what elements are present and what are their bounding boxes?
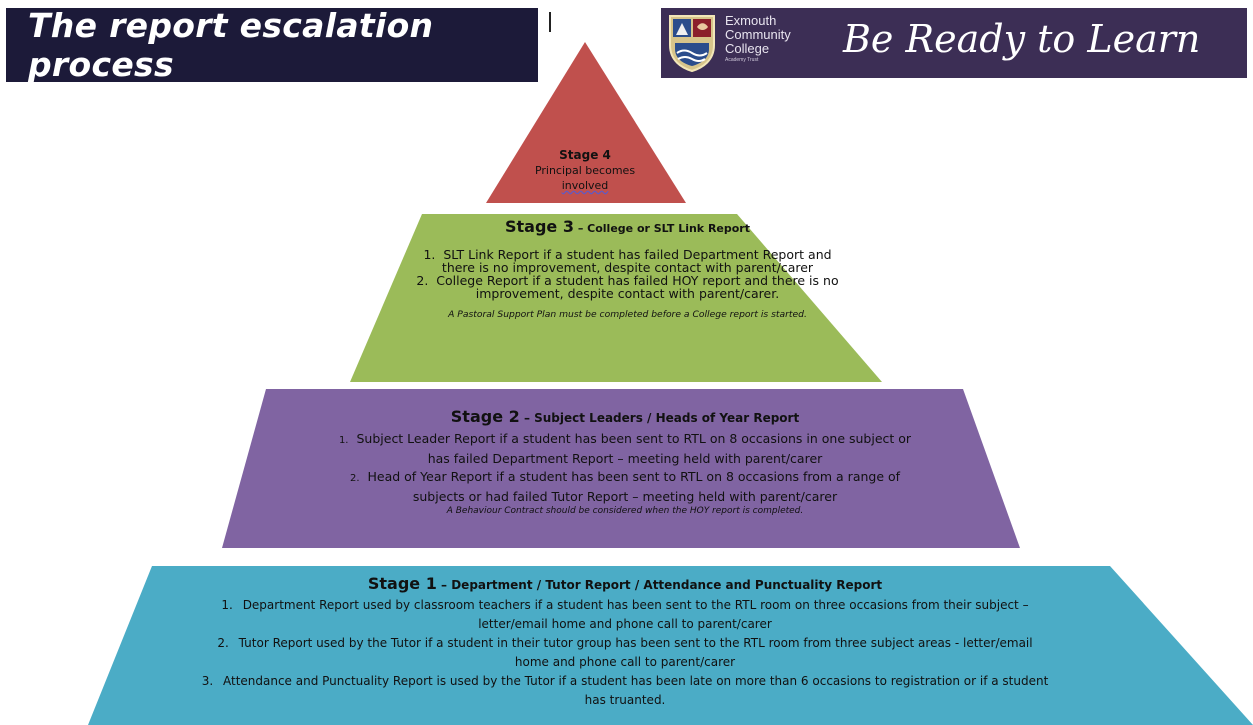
stage2-note: A Behaviour Contract should be considere… bbox=[446, 506, 804, 516]
stage1-text: Stage 1 – Department / Tutor Report / At… bbox=[140, 574, 1110, 710]
list-item: 3. Attendance and Punctuality Report is … bbox=[140, 672, 1110, 710]
list-item-text: College Report if a student has failed H… bbox=[436, 273, 839, 301]
stage2-title: Stage 2 bbox=[450, 407, 520, 426]
stage4-text: Stage 4 Principal becomes involved bbox=[520, 148, 650, 193]
list-item-text: Subject Leader Report if a student has b… bbox=[356, 431, 912, 466]
stage1-band bbox=[88, 566, 1253, 725]
list-item-number: 2. bbox=[416, 273, 429, 288]
list-item: 1. Subject Leader Report if a student has… bbox=[290, 430, 960, 468]
stage2-text: Stage 2 – Subject Leaders / Heads of Yea… bbox=[290, 407, 960, 517]
stage2-subtitle: – Subject Leaders / Heads of Year Report bbox=[519, 411, 800, 425]
list-item-text: SLT Link Report if a student has failed … bbox=[441, 247, 832, 275]
stage1-subtitle: – Department / Tutor Report / Attendance… bbox=[436, 578, 883, 592]
list-item-number: 2. bbox=[349, 473, 360, 484]
list-item-number: 1. bbox=[423, 247, 436, 262]
stage3-subtitle: – College or SLT Link Report bbox=[573, 222, 750, 235]
stage3-band bbox=[350, 214, 882, 382]
stage3-heading: Stage 3 – College or SLT Link Report bbox=[395, 217, 860, 236]
page-title: The report escalation process bbox=[28, 6, 434, 84]
school-name-line: College bbox=[725, 41, 770, 56]
stage3-text: Stage 3 – College or SLT Link Report 1. … bbox=[395, 217, 860, 320]
school-name-line: Community bbox=[725, 27, 791, 42]
list-item-text: Head of Year Report if a student has bee… bbox=[367, 469, 901, 504]
school-crest-icon bbox=[669, 15, 715, 73]
school-name: Exmouth Community College Academy Trust bbox=[725, 14, 791, 64]
list-item-text: Tutor Report used by the Tutor if a stud… bbox=[238, 636, 1033, 669]
stage1-title: Stage 1 bbox=[367, 574, 437, 593]
list-item-number: 1. bbox=[221, 598, 233, 612]
stage2-heading: Stage 2 – Subject Leaders / Heads of Yea… bbox=[290, 407, 960, 426]
title-banner: The report escalation process bbox=[6, 6, 538, 84]
list-item-number: 1. bbox=[338, 435, 349, 446]
list-item: 2. College Report if a student has faile… bbox=[395, 274, 860, 300]
list-item-text: Attendance and Punctuality Report is use… bbox=[222, 674, 1049, 707]
stage4-line: involved bbox=[561, 179, 609, 192]
slogan: Be Ready to Learn bbox=[843, 17, 1201, 61]
list-item: 1. Department Report used by classroom t… bbox=[140, 596, 1110, 634]
stage1-heading: Stage 1 – Department / Tutor Report / At… bbox=[140, 574, 1110, 593]
stage3-list: 1. SLT Link Report if a student has fail… bbox=[395, 248, 860, 300]
stage4-line: Principal becomes bbox=[534, 164, 636, 177]
list-item: 1. SLT Link Report if a student has fail… bbox=[395, 248, 860, 274]
stage4-heading: Stage 4 bbox=[559, 148, 611, 162]
stage1-list: 1. Department Report used by classroom t… bbox=[140, 596, 1110, 710]
stage2-band bbox=[222, 389, 1020, 548]
list-item-text: Department Report used by classroom teac… bbox=[242, 598, 1029, 631]
list-item-number: 3. bbox=[201, 674, 214, 688]
stage2-list: 1. Subject Leader Report if a student has… bbox=[290, 430, 960, 506]
stage3-note: A Pastoral Support Plan must be complete… bbox=[448, 309, 807, 320]
list-item-number: 2. bbox=[217, 636, 229, 650]
list-item: 2. Tutor Report used by the Tutor if a s… bbox=[140, 634, 1110, 672]
school-banner: Exmouth Community College Academy Trust … bbox=[661, 8, 1247, 78]
school-name-line: Exmouth bbox=[725, 13, 777, 28]
stage4-triangle bbox=[486, 42, 686, 203]
list-item: 2. Head of Year Report if a student has b… bbox=[290, 468, 960, 506]
stage3-title: Stage 3 bbox=[505, 217, 574, 236]
school-trust: Academy Trust bbox=[725, 57, 759, 63]
text-cursor bbox=[549, 12, 551, 32]
